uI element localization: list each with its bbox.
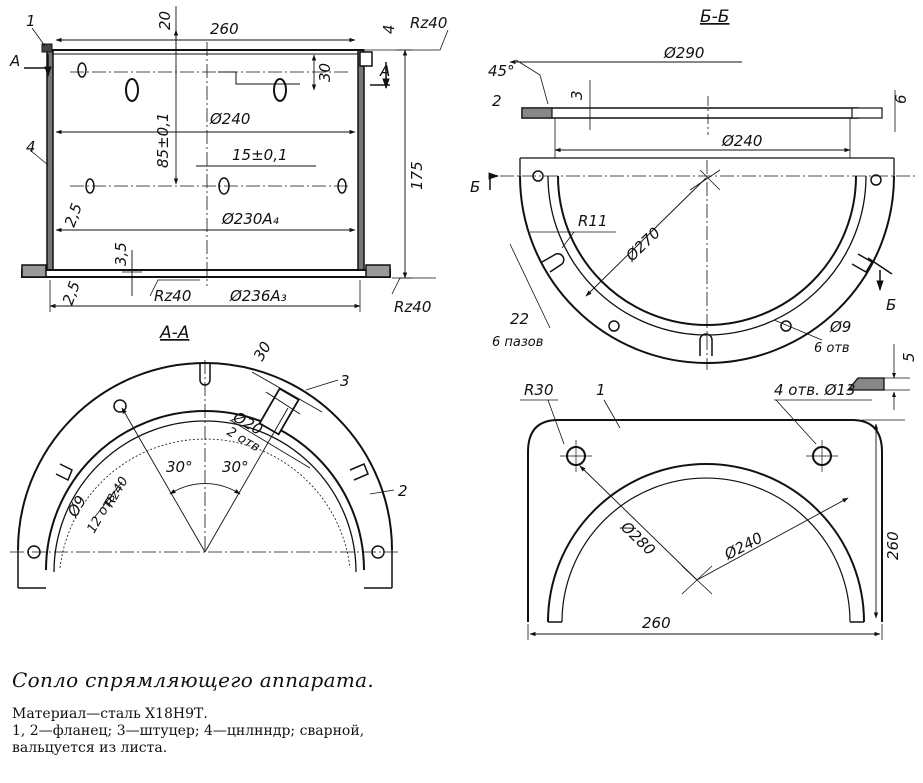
dim-3-bb: 3 <box>568 90 586 100</box>
side-hole-6 <box>337 178 347 194</box>
slots-count: 6 пазов <box>492 335 543 350</box>
holes-count-6: 6 отв <box>814 341 850 356</box>
callout-2-aa: 2 <box>398 482 408 500</box>
ring-hole-lower-left <box>608 320 620 332</box>
dim-30-right: 30 <box>316 63 334 82</box>
dim-15-tolerance: 15±0,1 <box>232 146 288 164</box>
ring-hole-left <box>532 170 544 182</box>
rz40-right: Rz40 <box>394 298 431 316</box>
dim-4: 4 <box>380 24 398 34</box>
aa-hole-bottom-right <box>371 545 385 559</box>
aa-hole-bottom-left <box>27 545 41 559</box>
dim-3-5: 3,5 <box>112 242 130 266</box>
cylinder-side-view <box>21 6 449 312</box>
dim-45-degrees: 45° <box>488 62 515 80</box>
slots-size-22: 22 <box>510 310 529 328</box>
flange-view-labels: R30 1 4 отв. Ø13 5 Ø280 Ø240 260 260 <box>524 352 918 632</box>
dim-260-horizontal: 260 <box>642 614 671 632</box>
dim-20: 20 <box>156 11 174 30</box>
caption-parts-line-1: 1, 2—фланец; 3—штуцер; 4—цнлнндр; сварно… <box>12 723 365 739</box>
technical-drawing: 260 20 30 4 Rz40 Ø240 85±0,1 15±0,1 175 … <box>9 6 918 640</box>
dia-270: Ø270 <box>622 224 664 266</box>
angle-30-left: 30° <box>166 458 193 476</box>
cylinder-right-wall <box>357 49 365 275</box>
dia-290: Ø290 <box>663 44 704 62</box>
flange-outline <box>527 419 883 622</box>
dia-9-aa: Ø9 <box>63 493 90 521</box>
section-aa-labels: A-A 30 3 Ø20 2 отв 30° 30° 2 Ø9 12 отв R… <box>63 323 407 536</box>
section-aa-title: A-A <box>159 323 189 343</box>
rz40-bottom: Rz40 <box>154 287 191 305</box>
fitting-3 <box>258 387 301 436</box>
callout-3: 3 <box>340 372 350 390</box>
rz40-top: Rz40 <box>410 14 447 32</box>
flange-inner-arc <box>547 463 865 623</box>
caption-title: Сопло спрямляющего аппарата. <box>12 668 374 692</box>
radius-r11: R11 <box>578 212 608 230</box>
cylinder-left-wall <box>46 49 54 275</box>
dim-2-5-upper: 2,5 <box>61 201 86 230</box>
side-hole-5 <box>218 177 230 195</box>
bottom-flange <box>21 269 391 278</box>
angle-30-right: 30° <box>222 458 249 476</box>
section-b-right-mark: Б <box>886 296 896 314</box>
dim-30-aa: 30 <box>250 338 275 364</box>
side-hole-2 <box>125 78 139 102</box>
radius-r30: R30 <box>524 381 554 399</box>
section-aa-view <box>10 360 400 589</box>
caption-parts-line-2: вальцуется из листа. <box>12 740 168 756</box>
callout-1-flange: 1 <box>596 381 606 399</box>
caption-material: Материал—сталь Х18Н9Т. <box>12 706 208 722</box>
section-a-left-mark: A <box>9 52 20 70</box>
ring-hole-lower-right <box>780 320 792 332</box>
aa-hole-top-left <box>113 399 127 413</box>
flange-view <box>520 344 910 640</box>
ring-hole-right <box>870 174 882 186</box>
dim-5-profile: 5 <box>900 352 918 362</box>
callout-1-top: 1 <box>26 12 36 30</box>
dim-85-tolerance: 85±0,1 <box>154 112 172 168</box>
dia-280: Ø280 <box>617 517 659 559</box>
side-hole-4 <box>85 178 95 194</box>
dim-260-vertical: 260 <box>884 531 902 560</box>
drawing-caption: Сопло спрямляющего аппарата. Материал—ст… <box>12 668 912 757</box>
section-bb-view <box>488 59 915 370</box>
section-b-left-mark: Б <box>470 178 480 196</box>
side-hole-3 <box>273 78 287 102</box>
dia-240-side: Ø240 <box>209 110 250 128</box>
section-a-right-mark: A <box>379 62 390 80</box>
dia-240-flange: Ø240 <box>721 529 766 564</box>
dim-2-5-lower: 2,5 <box>59 279 84 308</box>
side-hole-1 <box>77 62 87 78</box>
holes-4-dia-13: 4 отв. Ø13 <box>774 381 856 399</box>
dia-236-a3: Ø236A₃ <box>229 287 287 305</box>
dia-230-a4: Ø230A₄ <box>221 210 279 228</box>
callout-4: 4 <box>26 138 36 156</box>
dim-260-top: 260 <box>210 20 239 38</box>
section-bb-title: Б-Б <box>700 7 729 27</box>
holes-dia-9: Ø9 <box>829 318 851 336</box>
dim-6-bb: 6 <box>892 94 910 104</box>
callout-2-bb: 2 <box>492 92 502 110</box>
dia-240-bb: Ø240 <box>721 132 762 150</box>
dim-175: 175 <box>408 161 426 190</box>
